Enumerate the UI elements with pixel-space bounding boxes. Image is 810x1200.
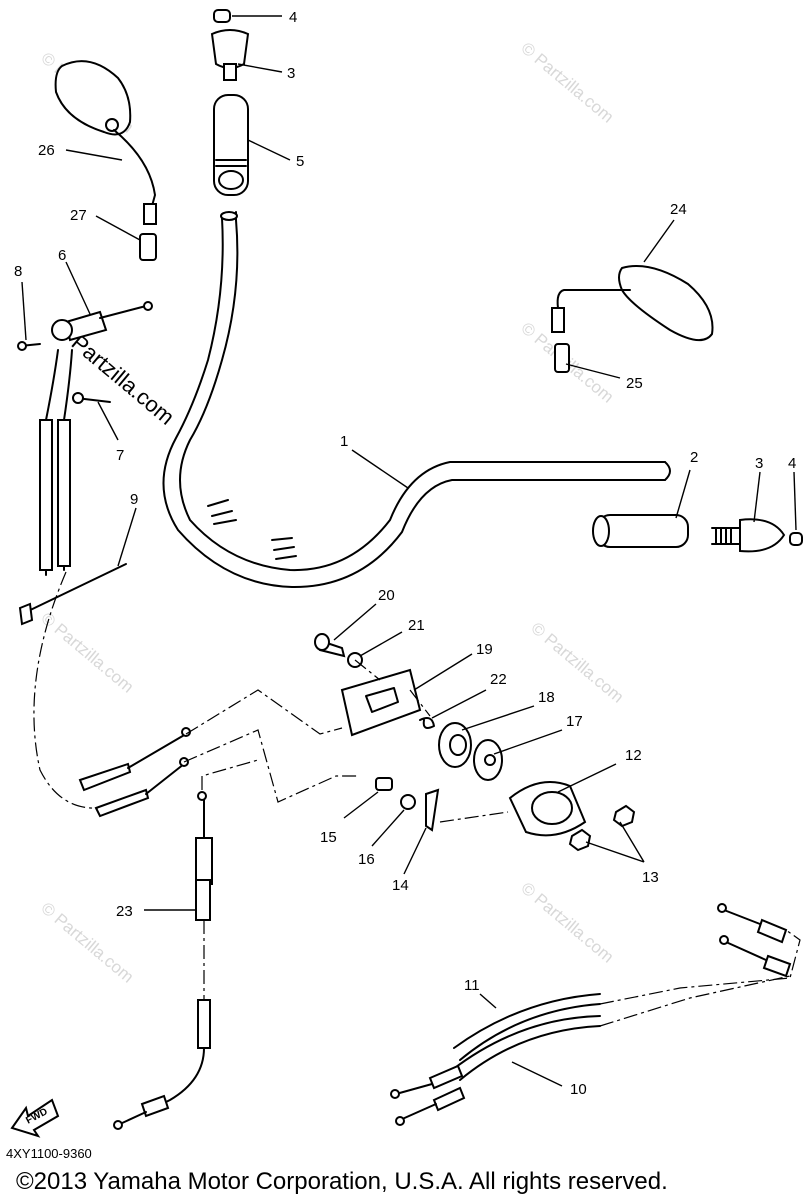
callout-4: 4 <box>289 9 297 26</box>
callout-22: 22 <box>490 671 507 688</box>
callout-16: 16 <box>358 851 375 868</box>
diagram-code: 4XY1100-9360 <box>6 1146 92 1161</box>
callout-25: 25 <box>626 375 643 392</box>
copyright-notice: ©2013 Yamaha Motor Corporation, U.S.A. A… <box>16 1168 668 1195</box>
clutch-bracket <box>17 301 153 404</box>
callout-9: 9 <box>130 491 138 508</box>
return-spring <box>419 717 435 729</box>
callout-20: 20 <box>378 587 395 604</box>
callout-2: 2 <box>690 449 698 466</box>
callout-13: 13 <box>642 869 659 886</box>
watermark-text: © Partzilla.com <box>517 879 617 967</box>
callout-17: 17 <box>566 713 583 730</box>
callout-12: 12 <box>625 747 642 764</box>
callout-3: 3 <box>287 65 295 82</box>
right-bar-end <box>711 518 786 553</box>
watermark-text: © Partzilla.com <box>37 609 137 697</box>
callout-10: 10 <box>570 1081 587 1098</box>
callout-5: 5 <box>296 153 304 170</box>
cable-guide <box>425 788 440 832</box>
callout-23: 23 <box>116 903 133 920</box>
left-bar-end <box>210 29 250 81</box>
leader-lines <box>21 15 797 1087</box>
housing-bolt <box>375 777 393 791</box>
watermark-text: © Partzilla.com <box>517 39 617 127</box>
right-mirror <box>551 265 714 341</box>
throttle-pulley-18 <box>438 722 472 768</box>
callout-24: 24 <box>670 201 687 218</box>
left-mirror <box>54 60 157 225</box>
handlebar <box>162 211 671 589</box>
cable-tie <box>18 563 127 626</box>
hex-nuts <box>568 804 636 852</box>
housing-washer <box>400 794 416 810</box>
callout-8: 8 <box>14 263 22 280</box>
right-end-weight <box>789 532 803 546</box>
connection-lines <box>33 571 801 1027</box>
partzilla-watermark: Partzilla.com <box>67 330 180 430</box>
callout-3-right: 3 <box>755 455 763 472</box>
throttle-cables <box>78 727 191 818</box>
callout-15: 15 <box>320 829 337 846</box>
fwd-arrow-icon: FWD <box>10 1098 60 1138</box>
left-cables <box>39 349 73 576</box>
callout-21: 21 <box>408 617 425 634</box>
switch-housing-upper <box>508 781 587 837</box>
callout-14: 14 <box>392 877 409 894</box>
callout-11: 11 <box>464 977 480 994</box>
callout-4-right: 4 <box>788 455 796 472</box>
clutch-cable <box>113 791 213 1130</box>
callout-1: 1 <box>340 433 348 450</box>
callout-26: 26 <box>38 142 55 159</box>
left-grip <box>213 94 249 196</box>
left-end-weight <box>213 9 231 23</box>
right-mirror-adapter <box>554 343 570 373</box>
right-grip <box>592 514 689 548</box>
left-mirror-adapter <box>139 233 157 261</box>
throttle-cable-pair <box>390 903 792 1126</box>
callout-7: 7 <box>116 447 124 464</box>
callout-labels: 4 3 5 26 27 8 6 7 9 1 2 3 4 24 25 20 21 … <box>14 9 796 1098</box>
switch-bolt <box>314 633 346 658</box>
callout-18: 18 <box>538 689 555 706</box>
switch-housing-lower <box>340 668 422 737</box>
callout-6: 6 <box>58 247 66 264</box>
throttle-pulley-17 <box>473 739 503 781</box>
callout-19: 19 <box>476 641 493 658</box>
callout-27: 27 <box>70 207 87 224</box>
